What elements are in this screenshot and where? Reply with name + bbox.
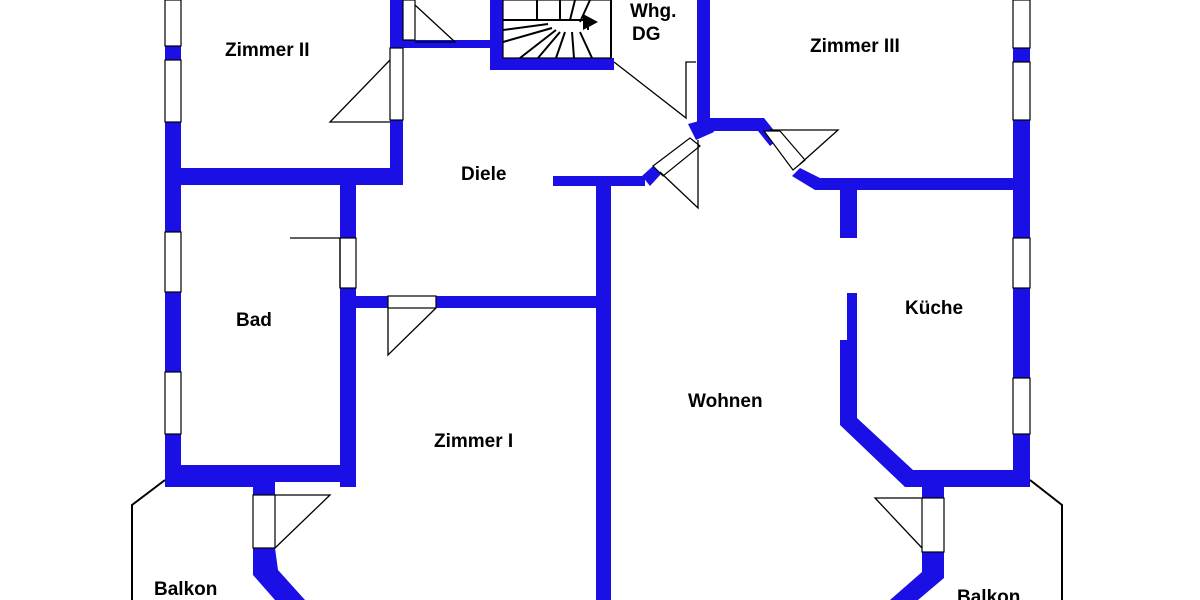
staircase bbox=[502, 0, 612, 59]
room-label-whg-line2: DG bbox=[632, 24, 661, 45]
room-label-whg-line1: Whg. bbox=[630, 1, 676, 22]
room-label-balkon-right: Balkon bbox=[957, 587, 1020, 600]
balconies bbox=[131, 479, 1063, 600]
arrow-head-icon bbox=[583, 14, 598, 30]
door-zimmer-2 bbox=[389, 47, 404, 121]
windows bbox=[164, 0, 1031, 435]
room-label-bad: Bad bbox=[236, 310, 272, 331]
room-label-diele: Diele bbox=[461, 164, 506, 185]
room-label-balkon-left: Balkon bbox=[154, 579, 217, 600]
door-zimmer-1 bbox=[387, 295, 437, 309]
room-labels: Zimmer II Zimmer III Whg. DG Diele Bad K… bbox=[154, 1, 1020, 600]
room-label-wohnen: Wohnen bbox=[688, 391, 763, 412]
door-bad bbox=[339, 237, 357, 289]
interior-walls bbox=[165, 0, 1030, 600]
door-balkon-right bbox=[921, 497, 945, 553]
room-label-kueche: Küche bbox=[905, 298, 963, 319]
room-label-zimmer-2: Zimmer II bbox=[225, 40, 309, 61]
door-balkon-left bbox=[252, 494, 276, 549]
doors bbox=[252, 0, 945, 553]
room-label-zimmer-1: Zimmer I bbox=[434, 431, 513, 452]
room-label-zimmer-3: Zimmer III bbox=[810, 36, 900, 57]
